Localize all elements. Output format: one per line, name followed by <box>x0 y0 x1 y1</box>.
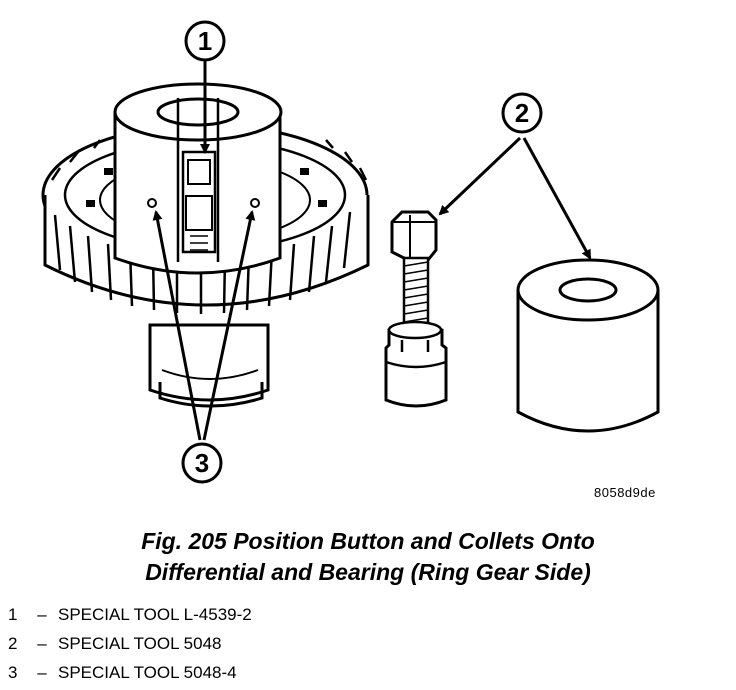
caption-line-1: Fig. 205 Position Button and Collets Ont… <box>141 528 595 554</box>
legend-dash: – <box>37 634 47 653</box>
callout-1: 1 <box>184 20 226 62</box>
figure-caption: Fig. 205 Position Button and Collets Ont… <box>0 526 736 588</box>
legend-item: 1–SPECIAL TOOL L-4539-2 <box>8 600 252 629</box>
legend-number: 3 <box>8 663 18 682</box>
legend-number: 1 <box>8 605 18 624</box>
legend-text: SPECIAL TOOL 5048-4 <box>58 663 237 682</box>
callout-3-label: 3 <box>195 448 209 478</box>
differential-assembly <box>41 82 370 408</box>
legend-number: 2 <box>8 634 18 653</box>
legend-item: 2–SPECIAL TOOL 5048 <box>8 629 252 658</box>
technical-illustration: 1 2 3 <box>41 20 660 484</box>
callout-arrows <box>152 60 592 441</box>
callout-2-label: 2 <box>515 98 529 128</box>
callout-2: 2 <box>501 92 543 134</box>
legend-dash: – <box>37 605 47 624</box>
special-tool-5048 <box>384 210 660 433</box>
callout-2-arrow-cylinder <box>522 137 592 260</box>
legend-text: SPECIAL TOOL 5048 <box>58 634 222 653</box>
callout-3: 3 <box>181 442 223 484</box>
ring-gear-teeth <box>50 139 368 314</box>
figure-code: 8058d9de <box>594 485 656 500</box>
caption-line-2: Differential and Bearing (Ring Gear Side… <box>145 559 591 585</box>
ring-gear-bolt-holes <box>86 168 327 207</box>
callout-2-arrow-bolt <box>438 136 522 216</box>
legend-item: 3–SPECIAL TOOL 5048-4 <box>8 658 252 687</box>
callout-3-arrow-left <box>152 210 202 441</box>
callout-1-label: 1 <box>198 26 212 56</box>
callout-3-arrow-right <box>202 210 256 441</box>
legend-text: SPECIAL TOOL L-4539-2 <box>58 605 252 624</box>
legend-dash: – <box>37 663 47 682</box>
legend: 1–SPECIAL TOOL L-4539-2 2–SPECIAL TOOL 5… <box>8 600 252 687</box>
